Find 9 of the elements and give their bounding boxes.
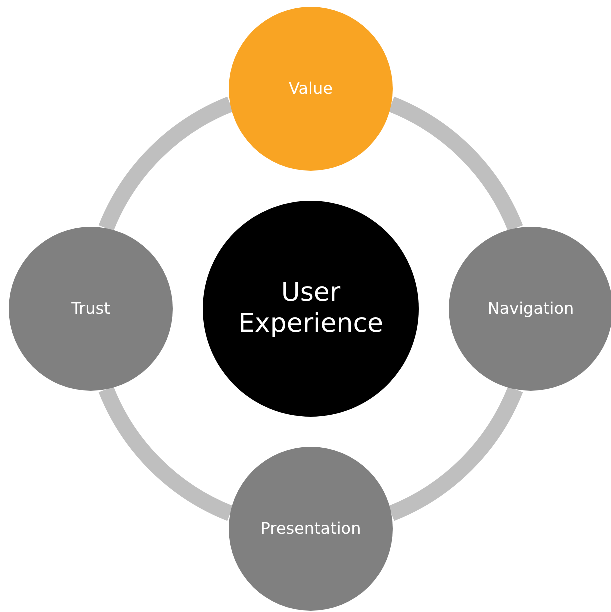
connector-arc: [388, 97, 523, 232]
connector-arc: [99, 386, 234, 521]
node-label: Trust: [72, 299, 110, 319]
connector-arc: [99, 97, 234, 232]
connector-arc: [388, 386, 523, 521]
node-label: Presentation: [260, 519, 362, 539]
node-label: User Experience: [238, 278, 384, 340]
node-label: Navigation: [488, 299, 574, 319]
node-label: Value: [289, 79, 333, 99]
